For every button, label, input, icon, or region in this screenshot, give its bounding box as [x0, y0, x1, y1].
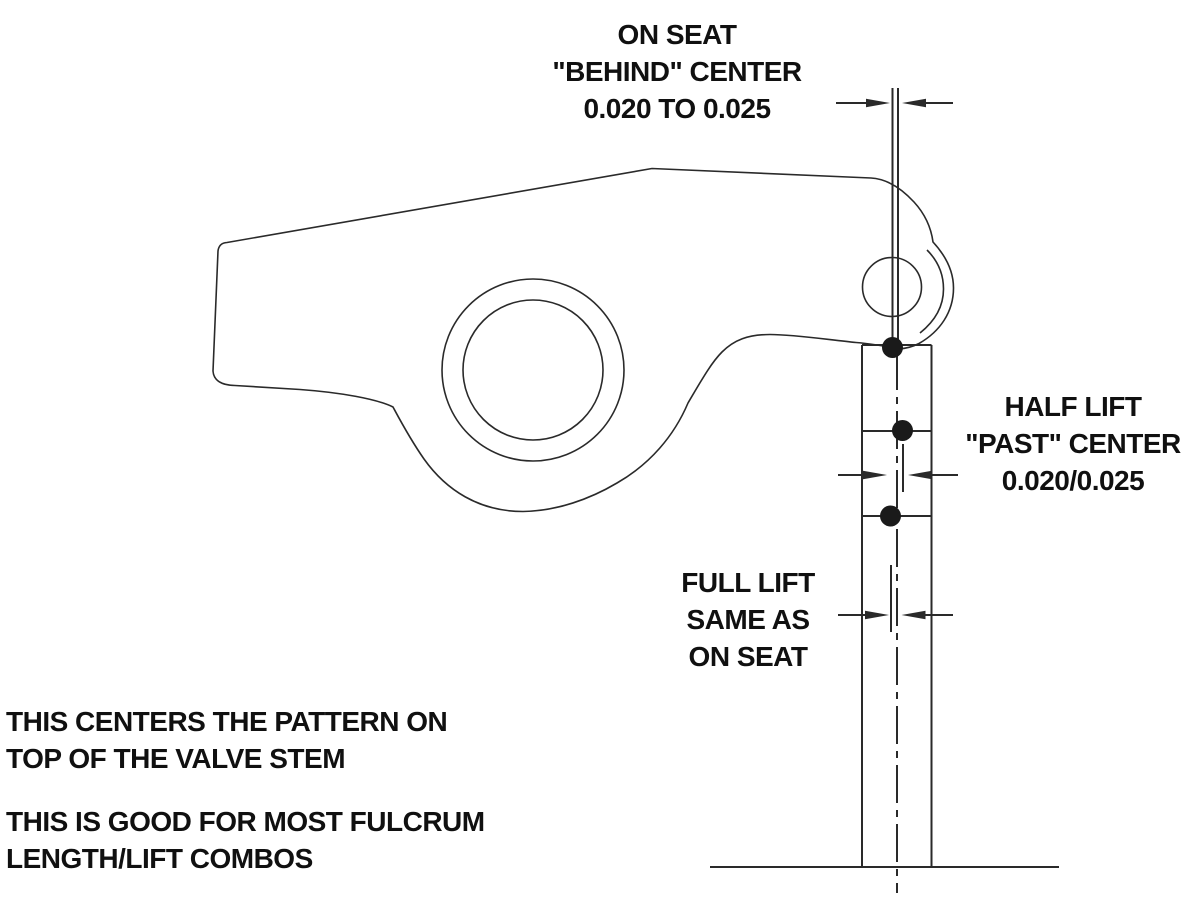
dimension-full-lift — [838, 565, 953, 632]
label-on-seat-line2: "BEHIND" CENTER — [552, 56, 802, 87]
arrowhead-left-pointing — [908, 470, 932, 480]
label-half-lift-line3: 0.020/0.025 — [1001, 465, 1145, 496]
label-full-lift-line3: ON SEAT — [688, 641, 808, 672]
note-centers-pattern-line1: THIS CENTERS THE PATTERN ON — [6, 706, 448, 737]
arrowhead-right-pointing — [863, 470, 887, 480]
contact-dot-full-lift — [880, 505, 901, 527]
label-on-seat-line3: 0.020 TO 0.025 — [583, 93, 771, 124]
note-good-for-fulcrum-line1: THIS IS GOOD FOR MOST FULCRUM — [6, 806, 485, 837]
contact-dot-on-seat — [882, 337, 903, 358]
dimension-on-seat — [836, 98, 953, 108]
label-on-seat-line1: ON SEAT — [617, 19, 737, 50]
label-full-lift-line1: FULL LIFT — [681, 567, 815, 598]
arrowhead-left-pointing — [901, 610, 926, 620]
note-centers-pattern-line2: TOP OF THE VALVE STEM — [6, 743, 346, 774]
label-half-lift-line1: HALF LIFT — [1004, 391, 1142, 422]
arrowhead-right-pointing — [866, 98, 890, 108]
contact-dot-half-lift — [892, 420, 913, 441]
note-centers-pattern: THIS CENTERS THE PATTERN ON TOP OF THE V… — [6, 703, 448, 777]
note-good-for-fulcrum: THIS IS GOOD FOR MOST FULCRUM LENGTH/LIF… — [6, 803, 485, 877]
nose-inner-arc — [919, 249, 945, 334]
fulcrum-outer-circle — [441, 278, 625, 462]
label-half-lift: HALF LIFT "PAST" CENTER 0.020/0.025 — [948, 388, 1198, 499]
arrowhead-left-pointing — [902, 98, 926, 108]
label-full-lift: FULL LIFT SAME AS ON SEAT — [648, 564, 848, 675]
rocker-arm-outline — [212, 167, 955, 513]
note-good-for-fulcrum-line2: LENGTH/LIFT COMBOS — [6, 843, 313, 874]
label-half-lift-line2: "PAST" CENTER — [965, 428, 1181, 459]
label-on-seat: ON SEAT "BEHIND" CENTER 0.020 TO 0.025 — [512, 16, 842, 127]
label-full-lift-line2: SAME AS — [686, 604, 810, 635]
fulcrum-inner-circle — [462, 299, 604, 441]
dimension-half-lift — [838, 444, 958, 492]
arrowhead-right-pointing — [865, 610, 889, 620]
